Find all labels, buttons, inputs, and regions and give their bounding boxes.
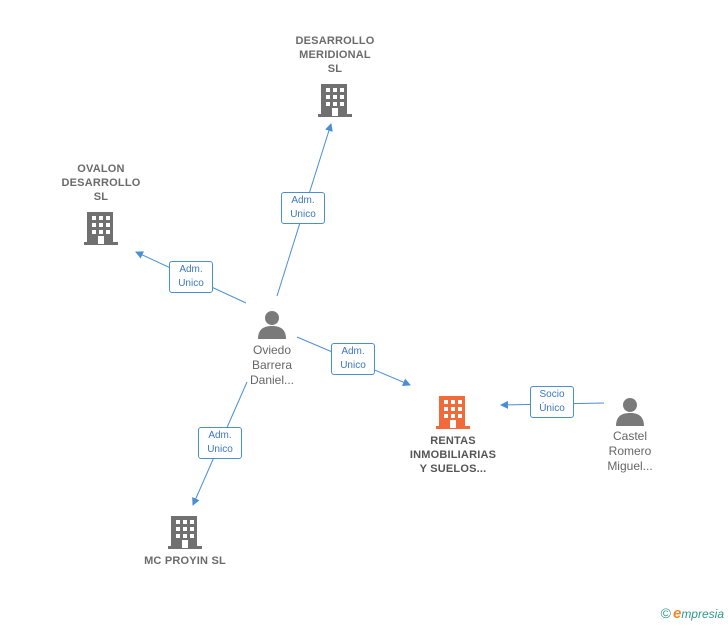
company-node-desarrollo-meridional[interactable]: DESARROLLO MERIDIONAL SL <box>280 34 390 118</box>
relation-label-adm-unico[interactable]: Adm. Unico <box>169 261 213 293</box>
brand-name: mpresia <box>681 607 724 621</box>
building-icon <box>436 396 470 429</box>
person-node-castel[interactable]: Castel Romero Miguel... <box>594 396 666 474</box>
company-name-label: RENTAS INMOBILIARIAS Y SUELOS... <box>409 435 497 475</box>
person-node-oviedo[interactable]: Oviedo Barrera Daniel... <box>234 309 310 388</box>
person-icon <box>616 398 644 426</box>
company-name-label: OVALON DESARROLLO SL <box>61 163 141 203</box>
relation-label-adm-unico[interactable]: Adm. Unico <box>331 343 375 375</box>
copyright-symbol: © <box>660 605 671 621</box>
relation-label-adm-unico[interactable]: Adm. Unico <box>281 192 325 224</box>
company-name-label: DESARROLLO MERIDIONAL SL <box>295 35 375 75</box>
company-name-label: MC PROYIN SL <box>144 555 226 567</box>
empresia-logo: ©empresia <box>661 605 724 622</box>
person-name-label: Oviedo Barrera Daniel... <box>249 343 295 387</box>
company-node-ovalon-desarrollo[interactable]: OVALON DESARROLLO SL <box>46 162 156 246</box>
person-name-label: Castel Romero Miguel... <box>607 429 653 473</box>
company-node-rentas-inmobiliarias[interactable]: RENTAS INMOBILIARIAS Y SUELOS... <box>391 394 515 476</box>
building-icon <box>168 516 202 549</box>
company-node-mc-proyin[interactable]: MC PROYIN SL <box>125 514 245 568</box>
building-icon <box>84 212 118 245</box>
relation-label-socio-unico[interactable]: Socio Único <box>530 386 574 418</box>
brand-e-letter: e <box>672 605 682 622</box>
relation-label-adm-unico[interactable]: Adm. Unico <box>198 427 242 459</box>
building-icon <box>318 84 352 117</box>
person-icon <box>258 311 286 339</box>
